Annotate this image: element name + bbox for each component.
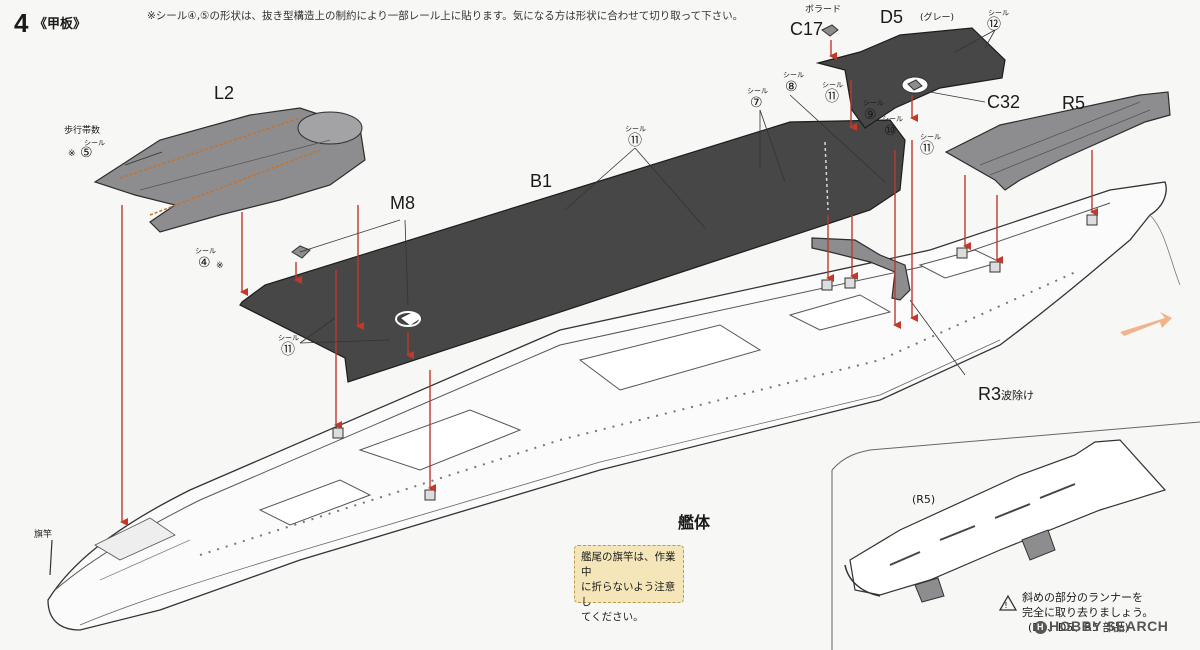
label-r3: R3 xyxy=(978,384,1002,404)
sticker-12: ⑫ xyxy=(987,17,1001,33)
part-b1-drawing xyxy=(239,94,906,383)
label-c17: C17 xyxy=(790,19,824,39)
seal-label-9: シール xyxy=(863,99,884,107)
inset-title: (R5) xyxy=(912,493,936,506)
sticker-4-mark: ※ xyxy=(216,261,224,271)
seal-label-11b: シール xyxy=(625,125,646,133)
sticker-11d: ⑪ xyxy=(920,141,934,157)
label-r5: R5 xyxy=(1062,93,1086,113)
label-b1: B1 xyxy=(530,171,553,191)
svg-text:!: ! xyxy=(1004,601,1007,610)
sticker-9: ⑨ xyxy=(864,107,877,123)
caution-line-2: に折らないよう注意し xyxy=(581,581,676,608)
flagpole-label: 旗竿 xyxy=(34,530,53,540)
warning-icon xyxy=(998,594,1018,611)
hobby-logo-icon: H xyxy=(1034,621,1047,634)
part-r5-drawing xyxy=(944,91,1171,191)
part-l2-drawing xyxy=(93,107,366,233)
caution-line-1: 艦尾の旗竿は、作業中 xyxy=(581,551,676,578)
label-r3-note: 波除け xyxy=(1001,389,1034,402)
seal-label-5: シール xyxy=(84,139,105,147)
caution-note: 艦尾の旗竿は、作業中 に折らないよう注意し てください。 xyxy=(574,545,684,623)
part-r3-drawing xyxy=(811,237,966,376)
label-c32: C32 xyxy=(987,92,1021,112)
hull-drawing xyxy=(47,181,1181,631)
sticker-11b: ⑪ xyxy=(628,133,642,149)
label-d5-note: (グレー) xyxy=(920,13,955,23)
step-number: 4 xyxy=(14,8,29,38)
sticker-7: ⑦ xyxy=(750,95,763,111)
caution-line-3: てください。 xyxy=(581,611,644,623)
label-l2: L2 xyxy=(214,83,235,103)
seal-label-12: シール xyxy=(988,9,1009,17)
inset-line-3: (B1、D5、R5 部品) xyxy=(1028,621,1129,634)
seal-label-4: シール xyxy=(195,247,216,255)
sticker-4: ④ xyxy=(198,255,211,271)
sticker-11a: ⑪ xyxy=(281,342,295,358)
step-title: 《甲板》 xyxy=(34,17,87,32)
label-bollard: ボラード xyxy=(805,5,842,15)
inset-line-2: 完全に取り去りましょう。 xyxy=(1022,606,1154,619)
seal-label-11d: シール xyxy=(920,133,941,141)
assembly-arrows xyxy=(120,40,1098,526)
sticker-5-mark: ※ xyxy=(68,149,76,159)
part-c17-drawing xyxy=(821,24,839,37)
sticker-11c: ⑪ xyxy=(825,89,839,105)
label-d5: D5 xyxy=(880,7,904,27)
inset-line-1: 斜めの部分のランナーを xyxy=(1022,591,1143,604)
label-m8: M8 xyxy=(390,193,416,213)
sticker-10: ⑩ xyxy=(884,123,897,139)
hull-title: 艦体 xyxy=(678,513,711,532)
leader-lines xyxy=(124,91,986,344)
part-d5-drawing xyxy=(815,27,1006,129)
label-walkway: 歩行帯数 xyxy=(64,126,101,136)
step-note: ※シール④,⑤の形状は、抜き型構造上の制約により一部レール上に貼ります。気になる… xyxy=(147,10,744,22)
hull-outline xyxy=(47,181,1167,631)
sticker-8: ⑧ xyxy=(785,79,798,95)
seal-label-8: シール xyxy=(783,71,804,79)
seal-label-11a: シール xyxy=(278,334,299,342)
seal-label-7: シール xyxy=(747,87,768,95)
seal-label-10: シール xyxy=(882,115,903,123)
hint-arrow xyxy=(1120,312,1172,336)
sticker-5: ⑤ xyxy=(80,145,93,161)
watermark-text: HOBBY SEARCH xyxy=(1049,618,1169,634)
seal-label-11c: シール xyxy=(822,81,843,89)
inset-r5-detail: ! xyxy=(831,421,1200,650)
